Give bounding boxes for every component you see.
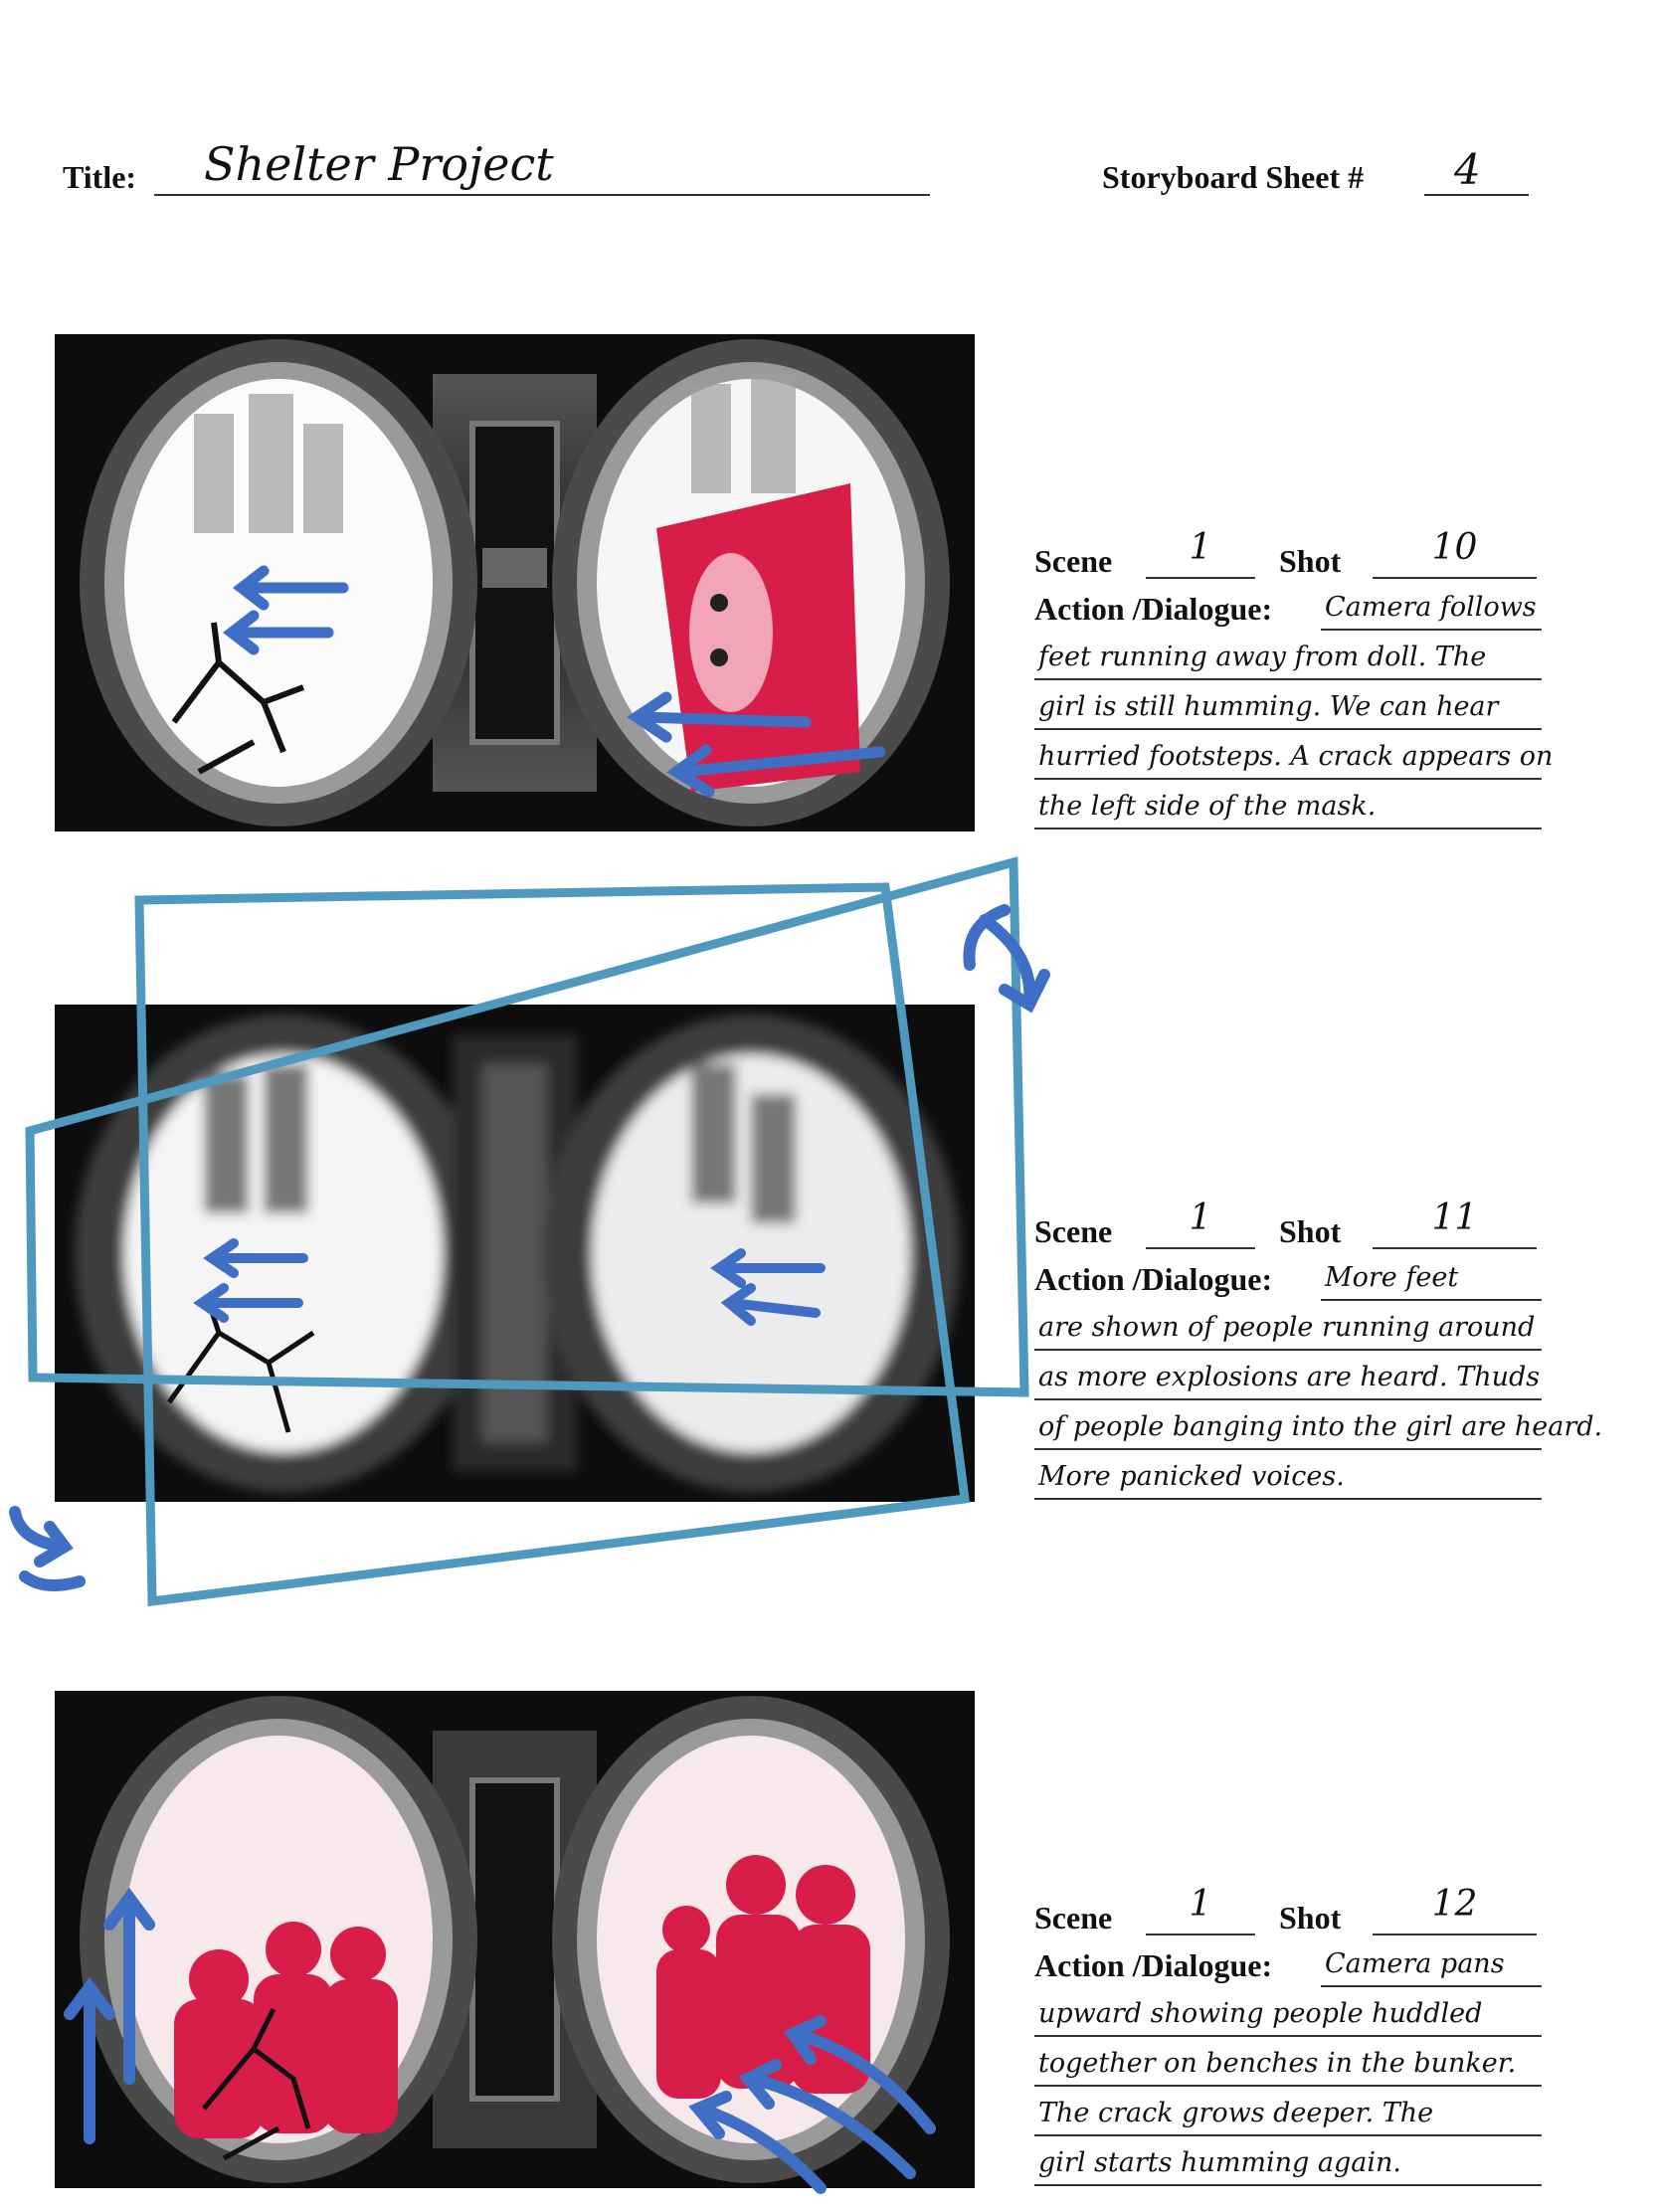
shot-value: 10 — [1431, 527, 1478, 568]
action-line-3: girl is still humming. We can hear — [1038, 691, 1499, 722]
storyboard-panel-2 — [9, 856, 1050, 1607]
shot-label: Shot — [1279, 543, 1342, 579]
huddled-people-left — [174, 1922, 398, 2138]
action-line-4: hurried footsteps. A crack appears on — [1038, 741, 1554, 772]
title-label: Title: — [63, 159, 137, 195]
action-line-3: as more explosions are heard. Thuds — [1038, 1362, 1541, 1392]
title-underline — [154, 194, 930, 196]
shot-value: 11 — [1431, 1198, 1478, 1238]
action-line-1: More feet — [1325, 1262, 1459, 1293]
rotate-arrows — [9, 904, 1050, 1591]
scene-label: Scene — [1034, 1213, 1113, 1249]
action-line-5: the left side of the mask. — [1038, 791, 1377, 822]
scene-value: 1 — [1189, 1198, 1212, 1238]
shot-label: Shot — [1279, 1900, 1342, 1936]
storyboard-panel-3 — [55, 1691, 975, 2194]
action-line-4: The crack grows deeper. The — [1038, 2098, 1434, 2128]
shot-value: 12 — [1431, 1884, 1478, 1925]
action-dialogue-label: Action /Dialogue: — [1034, 591, 1273, 627]
action-line-4: of people banging into the girl are hear… — [1038, 1411, 1603, 1442]
motion-arrows — [223, 565, 886, 798]
camera-rotation-frames — [25, 856, 1029, 1607]
storyboard-panel-1 — [55, 334, 975, 831]
lens-crack — [202, 2007, 311, 2161]
action-dialogue-label: Action /Dialogue: — [1034, 1947, 1273, 1983]
scene-value: 1 — [1189, 527, 1212, 568]
action-line-1: Camera follows — [1325, 592, 1537, 623]
scene-label: Scene — [1034, 543, 1113, 579]
panel-1-drawing — [55, 334, 975, 831]
lens-crack — [171, 622, 305, 775]
sheet-value: 4 — [1454, 145, 1481, 194]
sheet-underline — [1424, 194, 1529, 196]
sheet-label: Storyboard Sheet # — [1102, 159, 1365, 195]
action-line-3: together on benches in the bunker. — [1038, 2048, 1517, 2079]
panel-2-drawing — [9, 856, 1050, 1607]
title-value: Shelter Project — [204, 137, 554, 191]
motion-arrows — [193, 1238, 826, 1326]
shot-label: Shot — [1279, 1213, 1342, 1249]
panel-3-drawing — [55, 1691, 975, 2194]
scene-label: Scene — [1034, 1900, 1113, 1936]
action-line-2: are shown of people running around — [1038, 1312, 1536, 1343]
action-line-2: upward showing people huddled — [1038, 1998, 1483, 2029]
scene-value: 1 — [1189, 1884, 1212, 1925]
action-line-2: feet running away from doll. The — [1038, 642, 1487, 672]
action-dialogue-label: Action /Dialogue: — [1034, 1261, 1273, 1297]
action-line-1: Camera pans — [1325, 1948, 1505, 1979]
motion-arrows — [64, 1887, 936, 2194]
action-line-5: girl starts humming again. — [1038, 2147, 1402, 2178]
action-line-5: More panicked voices. — [1038, 1461, 1345, 1492]
